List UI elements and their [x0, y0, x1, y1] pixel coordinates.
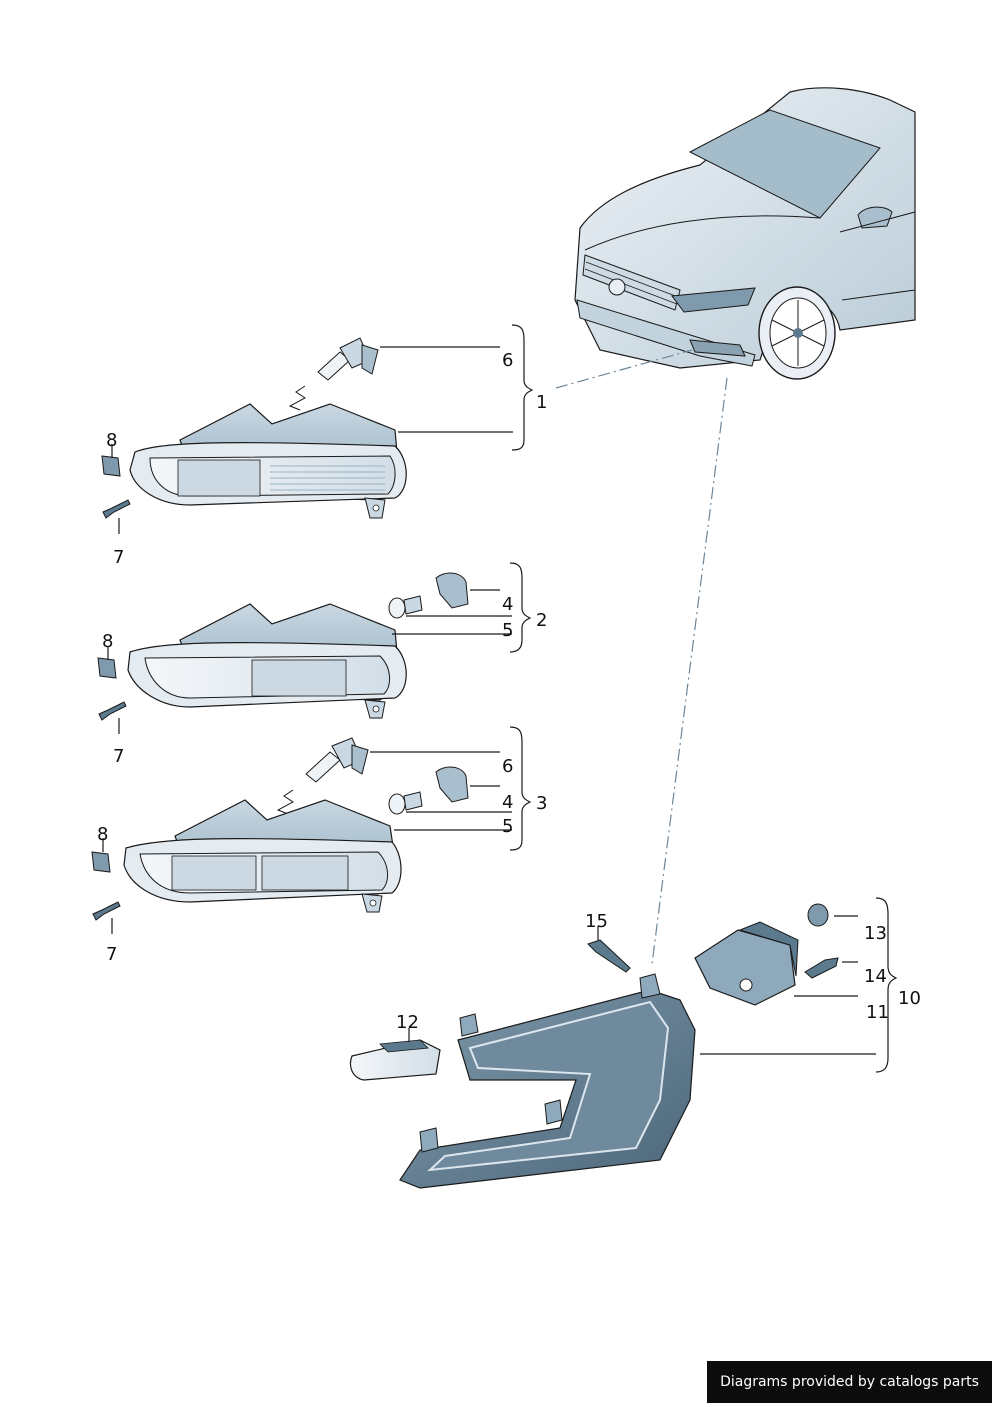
- callout-14: 14: [864, 966, 887, 987]
- credit-text: Diagrams provided by catalogs parts: [720, 1374, 979, 1390]
- callout-3: 3: [536, 793, 547, 814]
- callout-7-bottom: 7: [106, 944, 117, 965]
- fog-lamp-assembly-2: [97, 572, 469, 721]
- callout-10: 10: [898, 988, 921, 1009]
- callout-12: 12: [396, 1012, 419, 1033]
- callout-8-mid: 8: [102, 631, 113, 652]
- callout-8-top: 8: [106, 430, 117, 451]
- callout-2: 2: [536, 610, 547, 631]
- callout-7-top: 7: [113, 547, 124, 568]
- callout-leaders: [102, 324, 898, 1073]
- callout-6-top: 6: [502, 350, 513, 371]
- callout-1: 1: [536, 392, 547, 413]
- callout-4-mid: 4: [502, 594, 513, 615]
- callout-labels: 6 1 8 7 4 5 2 8 7 6 4 5 3 8 7 15 13 14 1…: [97, 350, 921, 1033]
- callout-4-bottom: 4: [502, 792, 513, 813]
- credit-banner: Diagrams provided by catalogs parts: [707, 1361, 992, 1403]
- reference-leaders: [555, 349, 728, 965]
- callout-5-mid: 5: [502, 620, 513, 641]
- fog-lamp-assembly-1: [101, 337, 407, 519]
- callout-11: 11: [866, 1002, 889, 1023]
- bulb-h8-icon: [317, 337, 379, 381]
- callout-15: 15: [585, 911, 608, 932]
- callout-5-bottom: 5: [502, 816, 513, 837]
- callout-7-mid: 7: [113, 746, 124, 767]
- fog-lamp-assembly-3: [91, 737, 469, 921]
- callout-6-bottom: 6: [502, 756, 513, 777]
- drl-trim-assembly: [349, 903, 839, 1189]
- callout-13: 13: [864, 923, 887, 944]
- vehicle-illustration: [574, 87, 916, 380]
- callout-8-bottom: 8: [97, 824, 108, 845]
